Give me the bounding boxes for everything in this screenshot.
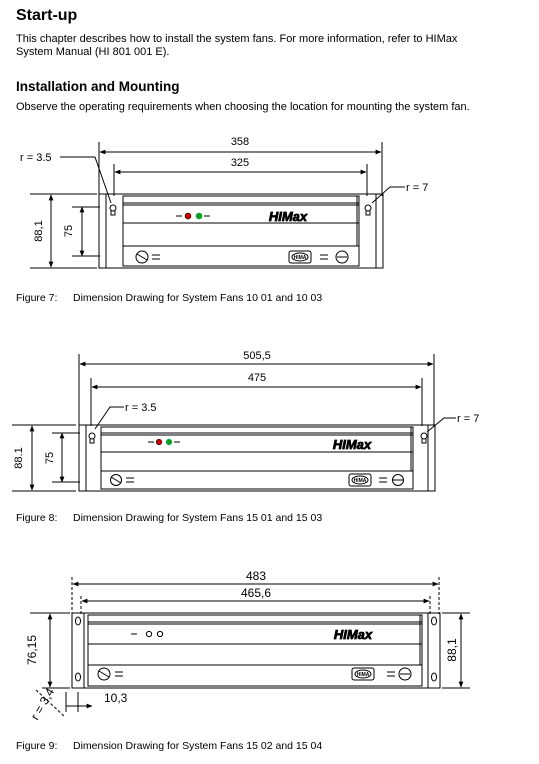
figure-8-caption-text: Dimension Drawing for System Fans 15 01 … xyxy=(73,512,323,524)
figure-8-caption: Figure 8: Dimension Drawing for System Fa… xyxy=(16,512,322,524)
figure-7-caption: Figure 7: Dimension Drawing for System Fa… xyxy=(16,292,322,304)
fig9-height-left: 76,15 xyxy=(25,635,39,665)
fig7-outer-width: 358 xyxy=(231,136,249,148)
fig8-radius-left: r = 3.5 xyxy=(125,402,157,414)
fig9-offset: 10,3 xyxy=(104,691,128,705)
figure-9-caption: Figure 9: Dimension Drawing for System Fa… xyxy=(16,740,322,752)
intro-line-1: This chapter describes how to install th… xyxy=(16,33,458,45)
fig8-outer-width: 505,5 xyxy=(243,350,271,362)
fig9-height-right: 88,1 xyxy=(445,638,459,662)
fig9-brand: HIMax xyxy=(334,627,373,642)
fig7-logo: HIMA xyxy=(294,255,307,261)
fig9-radius: r = 3,4 xyxy=(28,685,57,722)
figure-8-labels: 505,5 475 r = 3.5 r = 7 88.1 75 HIMax HI… xyxy=(13,350,479,484)
figure-7-number: Figure 7: xyxy=(16,292,58,304)
fig8-inner-width: 475 xyxy=(248,372,266,384)
fig7-radius-left: r = 3.5 xyxy=(20,152,52,164)
section-text: Observe the operating requirements when … xyxy=(16,101,470,113)
fig7-height-inner: 75 xyxy=(63,225,75,237)
fig7-brand: HIMax xyxy=(269,209,308,224)
section-title: Installation and Mounting xyxy=(16,79,180,94)
fig7-height-outer: 88,1 xyxy=(33,220,45,241)
fig9-inner-width: 465,6 xyxy=(241,586,271,600)
figure-7-caption-text: Dimension Drawing for System Fans 10 01 … xyxy=(73,292,323,304)
fig7-radius-right: r = 7 xyxy=(406,182,428,194)
page-heading: Start-up xyxy=(16,7,78,24)
figure-9-caption-text: Dimension Drawing for System Fans 15 02 … xyxy=(73,740,323,752)
figure-8-drawing xyxy=(12,354,456,492)
fig8-brand: HIMax xyxy=(333,437,372,452)
intro-line-2: System Manual (HI 801 001 E). xyxy=(16,46,170,58)
fig8-logo: HIMA xyxy=(354,478,367,484)
figure-7-drawing xyxy=(30,142,405,269)
figure-9-labels: 483 465,6 76,15 88,1 r = 3,4 10,3 HIMax … xyxy=(25,569,459,722)
fig8-radius-right: r = 7 xyxy=(457,413,479,425)
fig7-inner-width: 325 xyxy=(231,157,249,169)
figure-7-labels: 358 325 r = 3.5 r = 7 88,1 75 HIMax HIMA xyxy=(20,136,428,261)
figure-9-drawing xyxy=(30,577,470,717)
fig9-logo: HIMA xyxy=(357,672,370,678)
fig8-height-outer: 88.1 xyxy=(13,447,25,468)
figure-9-number: Figure 9: xyxy=(16,740,58,752)
figure-8-number: Figure 8: xyxy=(16,512,58,524)
fig9-outer-width: 483 xyxy=(246,569,266,583)
fig8-height-inner: 75 xyxy=(44,452,56,464)
